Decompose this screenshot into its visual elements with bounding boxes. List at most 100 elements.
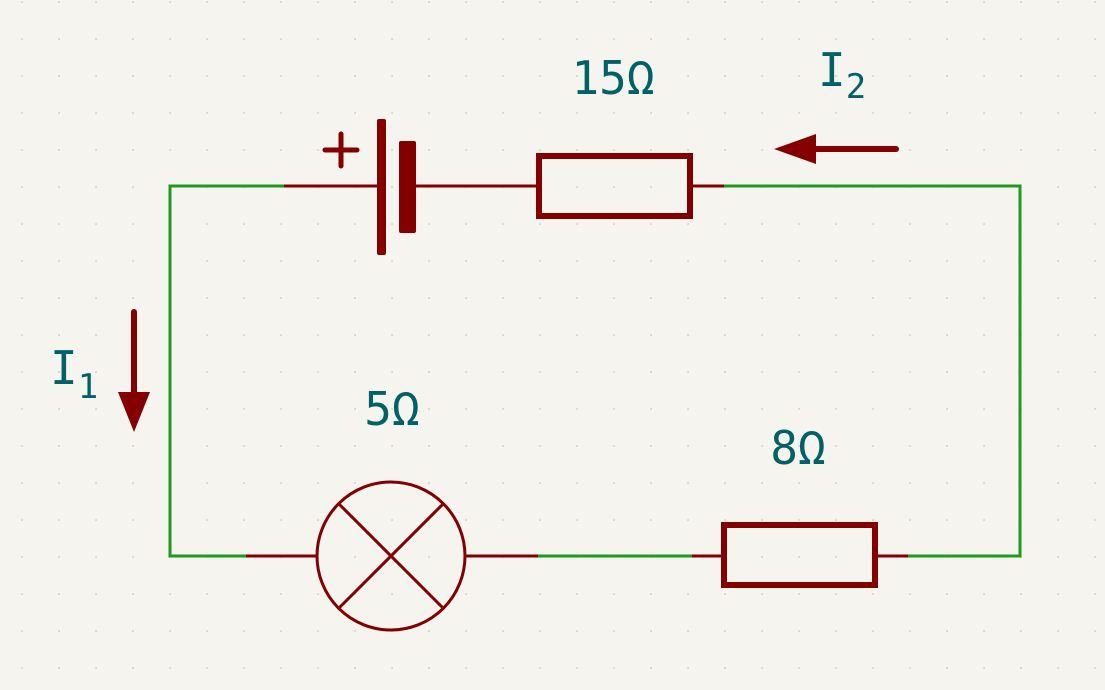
grid-dot — [576, 149, 578, 151]
grid-dot — [613, 519, 615, 521]
grid-dot — [1020, 75, 1022, 77]
grid-dot — [613, 297, 615, 299]
grid-dot — [650, 223, 652, 225]
grid-dot — [650, 667, 652, 669]
grid-dot — [502, 38, 504, 40]
grid-dot — [132, 186, 134, 188]
grid-dot — [465, 75, 467, 77]
grid-dot — [1094, 667, 1096, 669]
grid-dot — [650, 1, 652, 3]
grid-dot — [983, 75, 985, 77]
grid-dot — [835, 223, 837, 225]
grid-dot — [502, 223, 504, 225]
grid-dot — [243, 297, 245, 299]
grid-dot — [502, 1, 504, 3]
grid-dot — [724, 223, 726, 225]
grid-dot — [206, 75, 208, 77]
grid-dot — [946, 445, 948, 447]
grid-dot — [428, 371, 430, 373]
grid-dot — [317, 408, 319, 410]
grid-dot — [132, 38, 134, 40]
grid-dot — [1094, 186, 1096, 188]
grid-dot — [946, 519, 948, 521]
grid-dot — [502, 371, 504, 373]
grid-dot — [502, 75, 504, 77]
grid-dot — [872, 334, 874, 336]
grid-dot — [724, 482, 726, 484]
grid-dot — [169, 75, 171, 77]
grid-dot — [687, 297, 689, 299]
grid-dot — [539, 519, 541, 521]
grid-dot — [465, 371, 467, 373]
grid-dot — [687, 112, 689, 114]
grid-dot — [169, 1, 171, 3]
grid-dot — [465, 38, 467, 40]
grid-dot — [539, 334, 541, 336]
grid-dot — [317, 445, 319, 447]
grid-dot — [502, 149, 504, 151]
grid-dot — [724, 371, 726, 373]
grid-dot — [354, 630, 356, 632]
grid-dot — [1094, 482, 1096, 484]
grid-dot — [391, 334, 393, 336]
grid-dot — [280, 371, 282, 373]
grid-dot — [428, 149, 430, 151]
grid-dot — [983, 260, 985, 262]
grid-dot — [983, 297, 985, 299]
grid-dot — [21, 556, 23, 558]
grid-dot — [724, 112, 726, 114]
grid-dot — [1057, 223, 1059, 225]
grid-dot — [95, 667, 97, 669]
grid-dot — [1094, 334, 1096, 336]
grid-dot — [539, 445, 541, 447]
current-label-i2: I2 — [818, 43, 866, 107]
grid-dot — [465, 445, 467, 447]
grid-dot — [502, 297, 504, 299]
grid-dot — [58, 408, 60, 410]
grid-dot — [576, 1, 578, 3]
grid-dot — [798, 1, 800, 3]
grid-dot — [206, 667, 208, 669]
grid-dot — [58, 519, 60, 521]
grid-dot — [465, 630, 467, 632]
grid-dot — [58, 112, 60, 114]
grid-dot — [391, 445, 393, 447]
grid-dot — [798, 445, 800, 447]
grid-dot — [21, 482, 23, 484]
current-i2-subscript: 2 — [846, 67, 866, 107]
grid-dot — [539, 482, 541, 484]
grid-dot — [169, 630, 171, 632]
grid-dot — [761, 556, 763, 558]
grid-dot — [613, 223, 615, 225]
grid-dot — [280, 334, 282, 336]
grid-dot — [983, 519, 985, 521]
grid-dot — [243, 667, 245, 669]
grid-dot — [1094, 445, 1096, 447]
grid-dot — [983, 630, 985, 632]
grid-dot — [243, 630, 245, 632]
grid-dot — [613, 112, 615, 114]
grid-dot — [576, 519, 578, 521]
grid-dot — [1094, 630, 1096, 632]
grid-dot — [946, 149, 948, 151]
grid-dot — [465, 223, 467, 225]
grid-dot — [872, 260, 874, 262]
grid-dot — [576, 593, 578, 595]
grid-dot — [909, 519, 911, 521]
grid-dot — [132, 593, 134, 595]
grid-dot — [58, 482, 60, 484]
grid-dot — [983, 445, 985, 447]
grid-dot — [761, 667, 763, 669]
grid-dot — [650, 75, 652, 77]
grid-dot — [95, 445, 97, 447]
grid-dot — [317, 371, 319, 373]
grid-dot — [613, 593, 615, 595]
grid-dot — [465, 112, 467, 114]
grid-dot — [465, 482, 467, 484]
grid-dot — [687, 334, 689, 336]
grid-dot — [946, 260, 948, 262]
grid-dot — [391, 38, 393, 40]
grid-dot — [95, 482, 97, 484]
grid-dot — [280, 112, 282, 114]
grid-dot — [724, 38, 726, 40]
